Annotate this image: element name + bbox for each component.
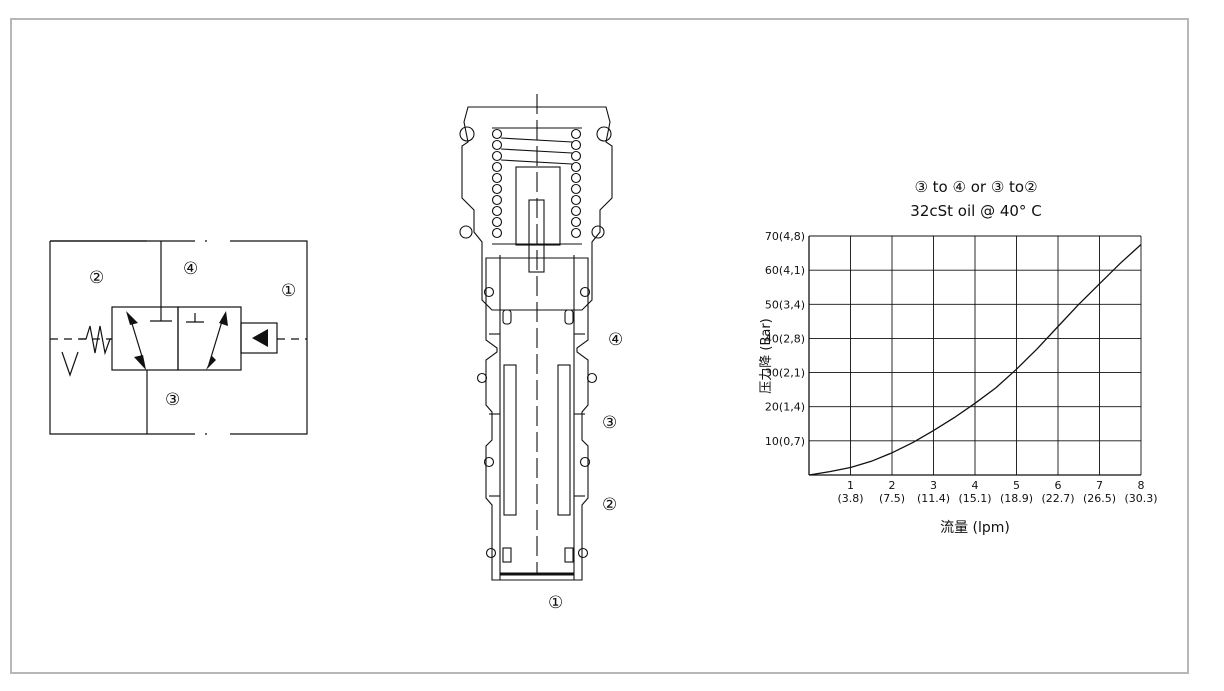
y-tick-label: 50(3,4) [765, 298, 805, 311]
x-tick-sublabel: (15.1) [958, 492, 991, 505]
valve-envelope-left [111, 306, 179, 371]
y-tick-label: 20(1,4) [765, 401, 805, 414]
section-port-1: ① [548, 593, 563, 613]
solenoid [240, 322, 278, 354]
x-tick-sublabel: (7.5) [879, 492, 905, 505]
plunger [515, 166, 561, 246]
y-tick-label: 40(2,8) [765, 332, 805, 345]
x-tick-label: 2 [889, 479, 896, 492]
x-tick-sublabel: (26.5) [1083, 492, 1116, 505]
y-tick-label: 60(4,1) [765, 264, 805, 277]
symbol-enclosure [49, 240, 308, 435]
x-tick-sublabel: (30.3) [1124, 492, 1157, 505]
cartridge-section [459, 94, 613, 581]
x-axis-label: 流量 (lpm) [940, 520, 1010, 536]
x-tick-label: 4 [972, 479, 979, 492]
hydraulic-symbol [49, 240, 308, 435]
symbol-port-1: ① [281, 281, 296, 301]
symbol-port-3: ③ [165, 390, 180, 410]
x-tick-label: 7 [1096, 479, 1103, 492]
spool [503, 364, 517, 516]
spring [79, 325, 112, 356]
section-port-3: ③ [602, 413, 617, 433]
symbol-port-2: ② [89, 268, 104, 288]
drain-symbol [61, 351, 79, 377]
symbol-port-4: ④ [183, 259, 198, 279]
section-port-2: ② [602, 495, 617, 515]
x-tick-label: 3 [930, 479, 937, 492]
x-tick-label: 8 [1138, 479, 1145, 492]
x-tick-label: 5 [1013, 479, 1020, 492]
pressure-drop-curve [808, 244, 1142, 476]
y-axis-label: 压力降 (Bar) [759, 318, 774, 394]
x-tick-sublabel: (22.7) [1041, 492, 1074, 505]
x-tick-label: 6 [1055, 479, 1062, 492]
spring-coils [491, 127, 582, 245]
y-tick-label: 70(4,8) [765, 230, 805, 243]
section-port-4: ④ [608, 330, 623, 350]
y-tick-label: 10(0,7) [765, 435, 805, 448]
x-tick-label: 1 [847, 479, 854, 492]
chart-title: ③ to ④ or ③ to② [914, 178, 1037, 196]
x-tick-sublabel: (18.9) [1000, 492, 1033, 505]
pressure-drop-chart: 10(0,7) 20(1,4) 30(2,1) 40(2,8) 50(3,4) 60(4,… [765, 230, 1158, 505]
figure-frame [10, 18, 1189, 674]
chart-subtitle: 32cSt oil @ 40° C [910, 202, 1041, 220]
y-tick-label: 30(2,1) [765, 367, 805, 380]
x-tick-sublabel: (3.8) [837, 492, 863, 505]
x-tick-sublabel: (11.4) [917, 492, 950, 505]
